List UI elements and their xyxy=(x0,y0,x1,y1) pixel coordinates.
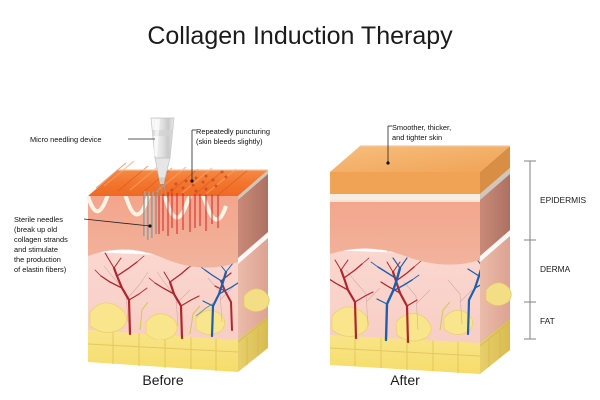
leader-dot xyxy=(386,161,390,165)
panel-caption-after: After xyxy=(390,372,420,388)
after-skin-surface xyxy=(330,145,510,200)
annotation-line: of elastin fibers) xyxy=(14,265,66,274)
annotation-sterile-needles: Sterile needles (break up old collagen s… xyxy=(14,215,152,274)
annotation-line: and stimulate xyxy=(14,245,58,254)
micro-needling-device xyxy=(150,117,175,197)
leader-dot xyxy=(190,179,194,183)
annotation-line: and tighter skin xyxy=(392,133,442,142)
leader-line xyxy=(83,218,151,227)
annotation-micro-needling-device: Micro needling device xyxy=(30,135,155,144)
annotation-line: Smoother, thicker, xyxy=(392,123,451,132)
after-derma-layer xyxy=(330,230,512,344)
annotation-line: the production xyxy=(14,255,61,264)
layer-bracket xyxy=(524,160,536,340)
layer-label-epidermis: EPIDERMIS xyxy=(540,195,586,205)
needle-tracks xyxy=(143,188,219,240)
annotation-line: (break up old xyxy=(14,225,57,234)
before-derma-layer xyxy=(88,232,270,341)
annotation-repeated-puncturing: Repeatedly puncturing (skin bleeds sligh… xyxy=(190,127,270,183)
annotation-line: collagen strands xyxy=(14,235,68,244)
page-title: Collagen Induction Therapy xyxy=(147,22,453,50)
annotation-line: (skin bleeds slightly) xyxy=(196,137,263,146)
after-skin-block: Smoother, thicker, and tighter skin Afte… xyxy=(329,123,512,388)
before-skin-surface xyxy=(88,160,268,200)
annotation-line: Sterile needles xyxy=(14,215,63,224)
layer-label-fat: FAT xyxy=(540,316,555,326)
annotation-line: Micro needling device xyxy=(30,135,101,144)
leader-dot xyxy=(148,224,152,228)
before-skin-block: Micro needling device Repeatedly punctur… xyxy=(14,117,270,388)
layer-label-derma: DERMA xyxy=(540,264,571,274)
panel-caption-before: Before xyxy=(142,372,183,388)
annotation-line: Repeatedly puncturing xyxy=(196,127,270,136)
annotation-smoother-skin: Smoother, thicker, and tighter skin xyxy=(386,123,451,165)
